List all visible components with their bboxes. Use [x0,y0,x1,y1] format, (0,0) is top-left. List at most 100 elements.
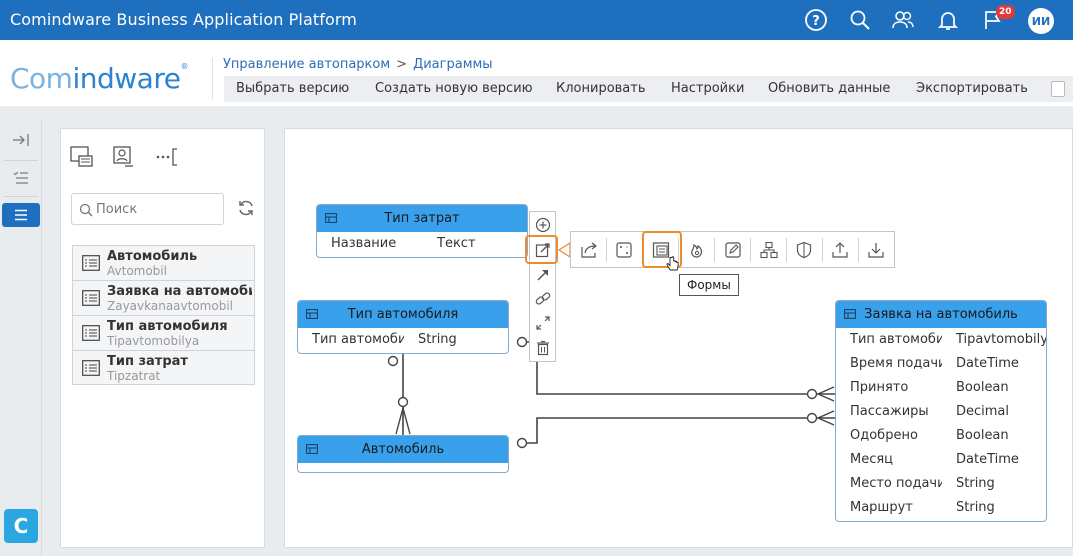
list-item-title: Заявка на автомобиль [107,284,252,299]
list-item[interactable]: Автомобиль Avtomobil [72,245,255,280]
checklist-icon[interactable] [6,166,36,190]
forms-icon[interactable] [651,240,671,260]
attr-name: Одобрено [850,428,918,443]
list-item[interactable]: Тип автомобиля Tipavtomobilya [72,315,255,350]
entity-zayavka[interactable]: Заявка на автомобиль Тип автомобиляTipav… [835,300,1047,522]
search-icon[interactable] [848,8,872,32]
select-version-button[interactable]: Выбрать версию [236,81,350,96]
account-template-icon[interactable] [113,146,135,168]
attr-type: String [418,332,457,347]
template-icon [82,325,100,341]
app-launcher-icon[interactable]: C [4,509,38,543]
list-item-title: Тип автомобиля [107,319,228,334]
users-icon[interactable] [891,8,915,32]
dice-icon[interactable] [614,240,634,260]
list-item-alias: Avtomobil [107,264,167,278]
entity-title: Автомобиль [361,442,445,457]
entity-header: Заявка на автомобиль [836,301,1046,328]
top-bar: Comindware Business Application Platform… [0,0,1073,40]
attr-type: DateTime [956,356,1019,371]
entity-title: Тип автомобиля [347,307,459,322]
refresh-data-button[interactable]: Обновить данные [768,81,891,96]
clone-button[interactable]: Клонировать [556,81,646,96]
comindware-logo: Comindware® [10,62,188,95]
template-icon [82,360,100,376]
entity-tip-zatrat[interactable]: Тип затрат Название Текст [316,204,528,258]
attr-name: Маршрут [850,500,913,515]
template-icon [82,290,100,306]
breadcrumb-root[interactable]: Управление автопарком [223,57,391,72]
attr-type: Boolean [956,380,1009,395]
attr-name: Принято [850,380,909,395]
list-item[interactable]: Заявка на автомобиль Zayavkanaavtomobil [72,280,255,315]
toolbar: Выбрать версию Создать новую версию Клон… [224,76,1073,102]
download-icon[interactable] [866,240,886,260]
list-item[interactable]: Тип затрат Tipzatrat [72,350,255,385]
arrow-icon[interactable] [533,265,553,285]
share-icon[interactable] [579,240,599,260]
trash-icon[interactable] [533,338,553,358]
link-icon[interactable] [533,289,553,309]
hierarchy-icon[interactable] [759,240,779,260]
entity-row[interactable]: Время подачи DateTime [836,352,1046,376]
fire-icon[interactable] [687,240,707,260]
breadcrumb: Управление автопарком > Диаграммы [223,57,493,72]
menu-icon[interactable] [2,203,40,227]
entity-row[interactable]: Место подачи String [836,472,1046,496]
user-avatar[interactable]: ИИ [1028,8,1054,34]
attr-name: Тип автомобиля [312,332,404,347]
breadcrumb-separator: > [396,57,408,72]
attr-type: String [956,476,995,491]
entity-avtomobil[interactable]: Автомобиль [297,435,509,473]
entity-row[interactable]: Тип автомобиля String [298,328,508,352]
list-item-title: Тип затрат [107,354,188,369]
search-placeholder: Поиск [96,202,138,217]
search-icon [79,203,93,217]
export-button[interactable]: Экспортировать [916,81,1028,96]
help-icon[interactable]: ? [804,8,828,32]
list-item-title: Автомобиль [107,249,198,264]
entity-header: Тип автомобиля [298,301,508,328]
bell-icon[interactable] [936,8,960,32]
attr-type: Decimal [956,404,1010,419]
search-input[interactable]: Поиск [71,193,224,225]
create-version-button[interactable]: Создать новую версию [375,81,533,96]
settings-button[interactable]: Настройки [671,81,745,96]
add-icon[interactable] [533,215,553,235]
breadcrumb-current[interactable]: Диаграммы [413,57,493,72]
forms-tooltip: Формы [679,274,739,296]
table-icon [306,444,318,454]
left-nav [0,120,42,556]
entity-tip-avtomobilya[interactable]: Тип автомобиля Тип автомобиля String [297,300,509,354]
list-item-alias: Tipavtomobilya [107,334,200,348]
list-item-alias: Zayavkanaavtomobil [107,299,233,313]
resize-icon[interactable] [533,313,553,333]
upload-icon[interactable] [830,240,850,260]
record-template-icon[interactable] [70,146,94,168]
template-icon [82,255,100,271]
entity-header: Тип затрат [317,205,527,232]
entity-title: Тип затрат [384,211,460,226]
template-list: Автомобиль Avtomobil Заявка на автомобил… [72,245,255,385]
forms-highlight [642,231,682,268]
toolbar-more-button[interactable] [1051,81,1065,97]
refresh-icon[interactable] [237,199,255,217]
entity-row[interactable]: Принято Boolean [836,376,1046,400]
collapse-icon[interactable] [6,128,36,152]
header-divider [212,58,213,100]
entity-row[interactable]: Название Текст [317,232,527,256]
attr-name: Месяц [850,452,894,467]
edit-icon[interactable] [533,240,553,260]
table-icon [844,309,856,319]
attr-name: Место подачи [850,476,942,491]
shield-icon[interactable] [794,240,814,260]
svg-text:?: ? [812,14,820,29]
attr-name: Время подачи [850,356,942,371]
process-template-icon[interactable] [155,148,181,166]
pencil-icon[interactable] [723,240,743,260]
